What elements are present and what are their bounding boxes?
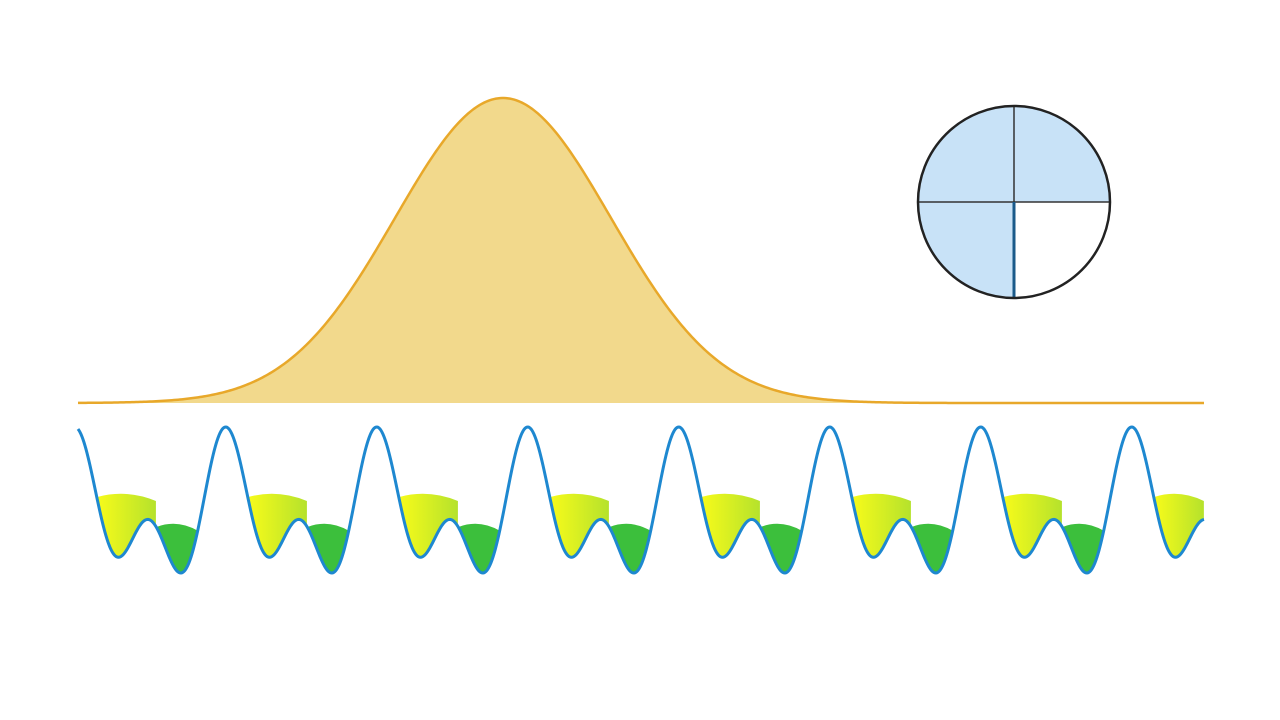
population-green <box>458 523 501 573</box>
gaussian-envelope-fill <box>78 98 1204 403</box>
population-green <box>156 523 199 573</box>
population-yellow <box>550 493 609 558</box>
potential-curve <box>76 425 1205 575</box>
population-green <box>911 523 954 573</box>
clock-dial <box>916 104 1112 300</box>
population-yellow <box>97 493 156 558</box>
population-yellow <box>1154 493 1204 558</box>
gaussian-envelope <box>77 96 1204 405</box>
population-green <box>1062 523 1105 573</box>
population-yellow <box>399 493 458 558</box>
gaussian-envelope-outline <box>77 96 1204 405</box>
population-green <box>307 523 350 573</box>
double-well-lattice <box>76 425 1205 575</box>
population-yellow <box>1003 493 1062 558</box>
population-yellow <box>248 493 307 558</box>
population-green <box>609 523 652 573</box>
population-yellow <box>701 493 760 558</box>
dial-outline <box>916 104 1112 300</box>
population-green <box>760 523 803 573</box>
population-yellow <box>852 493 911 558</box>
